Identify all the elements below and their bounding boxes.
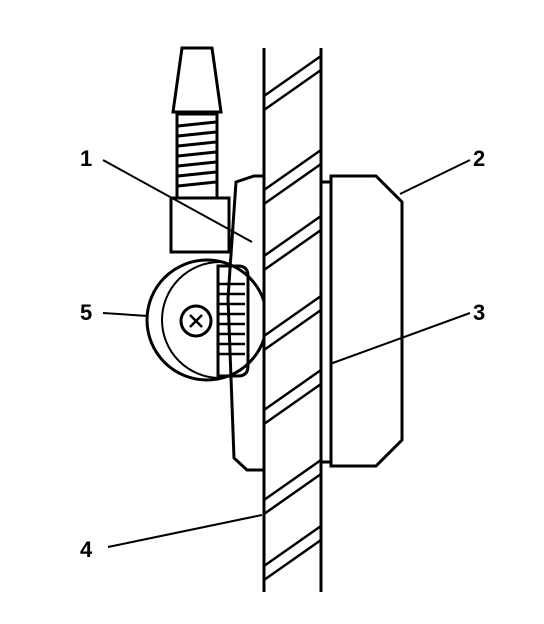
inner-coupler-box [329,174,404,468]
window-glass [262,48,323,592]
callout-3: 3 [473,300,485,325]
callout-5: 5 [80,300,92,325]
antenna-spring [175,112,219,200]
pivot-clamp [216,264,250,378]
callout-1: 1 [80,146,92,171]
leader-lines [102,159,471,548]
antenna-mast [171,46,223,114]
callout-4: 4 [80,537,93,562]
callout-2: 2 [473,146,485,171]
screw-icon [179,304,213,338]
antenna-base [169,196,231,254]
